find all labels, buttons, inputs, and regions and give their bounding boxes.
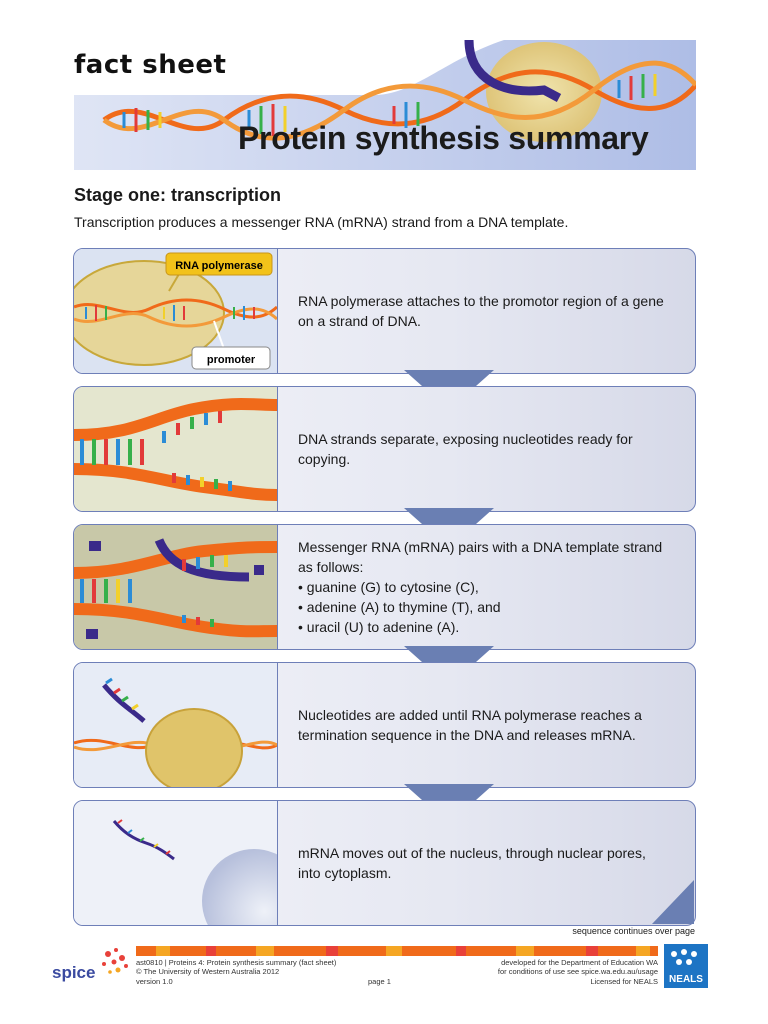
step-1-illustration: RNA polymerase promoter — [74, 249, 278, 373]
footer-version: version 1.0 — [136, 977, 173, 986]
promoter-callout: promoter — [207, 354, 256, 366]
sequence-continues-note: sequence continues over page — [572, 926, 695, 936]
page-turn-arrow — [652, 880, 694, 924]
step-4-illustration — [74, 663, 278, 787]
pairing-bullet-3: • uracil (U) to adenine (A). — [298, 619, 460, 635]
footer-licensed: Licensed for NEALS — [590, 977, 658, 986]
footer-terms-link[interactable]: for conditions of use see spice.wa.edu.a… — [497, 967, 658, 976]
fact-sheet-label: fact sheet — [74, 50, 227, 80]
step-card-1: RNA polymerase promoter RNA polymerase a… — [73, 248, 696, 374]
step-2-illustration — [74, 387, 278, 511]
spice-logo: spice — [52, 948, 128, 982]
step-4-text: Nucleotides are added until RNA polymera… — [298, 707, 642, 743]
footer-page-number: page 1 — [368, 977, 391, 986]
step-card-2: DNA strands separate, exposing nucleotid… — [73, 386, 696, 512]
step-2-text: DNA strands separate, exposing nucleotid… — [298, 431, 633, 467]
footer-reference: ast0810 | Proteins 4: Protein synthesis … — [136, 958, 337, 967]
stage-heading: Stage one: transcription — [74, 185, 282, 205]
rna-polymerase-callout: RNA polymerase — [175, 260, 263, 272]
step-5-text: mRNA moves out of the nucleus, through n… — [298, 845, 646, 881]
step-card-5: mRNA moves out of the nucleus, through n… — [73, 800, 696, 926]
page-title: Protein synthesis summary — [238, 120, 649, 156]
neals-logo: NEALS — [664, 944, 708, 988]
footer-color-bar — [136, 946, 658, 956]
step-3-illustration — [74, 525, 278, 649]
step-card-3: Messenger RNA (mRNA) pairs with a DNA te… — [73, 524, 696, 650]
header-banner — [74, 40, 696, 170]
pairing-bullet-2: • adenine (A) to thymine (T), and — [298, 599, 501, 615]
intro-text: Transcription produces a messenger RNA (… — [74, 214, 569, 230]
footer-developed-for: developed for the Department of Educatio… — [501, 958, 658, 967]
step-5-illustration — [74, 801, 278, 925]
footer-copyright: © The University of Western Australia 20… — [136, 967, 280, 976]
step-1-text: RNA polymerase attaches to the promotor … — [298, 293, 664, 329]
spice-logo-text: spice — [52, 963, 95, 982]
pairing-bullet-1: • guanine (G) to cytosine (C), — [298, 579, 479, 595]
neals-logo-text: NEALS — [669, 974, 703, 985]
step-card-4: Nucleotides are added until RNA polymera… — [73, 662, 696, 788]
step-3-text: Messenger RNA (mRNA) pairs with a DNA te… — [298, 539, 663, 575]
